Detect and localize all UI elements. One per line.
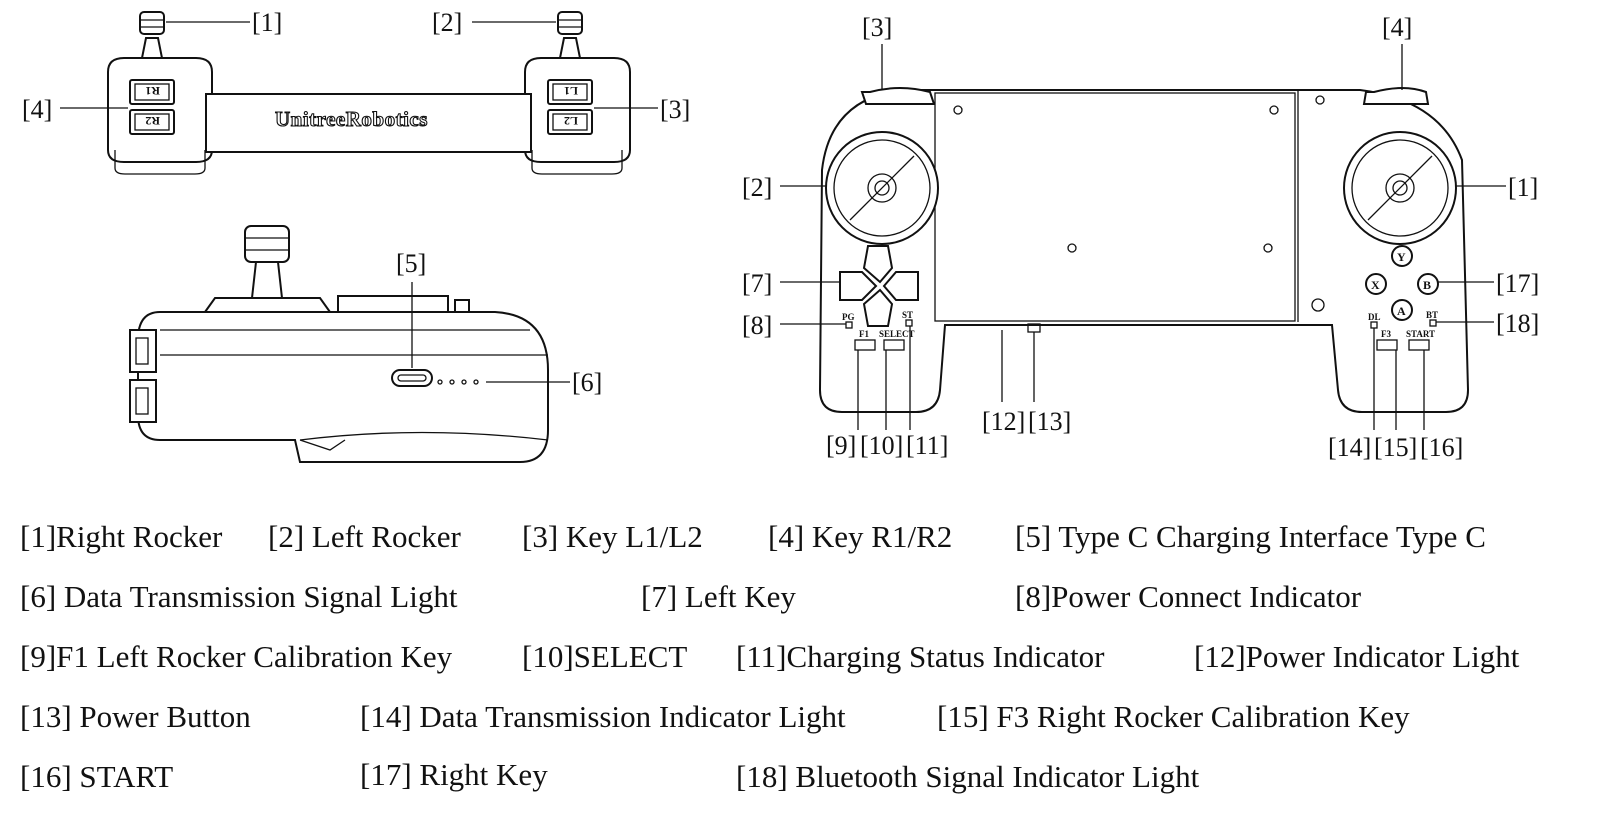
legend-item-15: [15] F3 Right Rocker Calibration Key [937, 699, 1410, 734]
legend-item-4: [4] Key R1/R2 [768, 519, 953, 554]
legend-item-8: [8]Power Connect Indicator [1015, 579, 1362, 614]
indicator-st-label: ST [902, 310, 913, 320]
legend-item-2: [2] Left Rocker [268, 519, 461, 554]
button-a-label: A [1397, 304, 1406, 318]
controller-diagram: UnitreeRobotics R1 R2 L1 L2 [1] [2] [4] … [22, 8, 1539, 463]
side-view [129, 225, 549, 463]
legend-item-11: [11]Charging Status Indicator [736, 639, 1105, 674]
callout-17-front: [17] [1496, 269, 1539, 298]
callout-4-top: [4] [22, 95, 52, 124]
legend-item-3: [3] Key L1/L2 [522, 519, 703, 554]
brand-logo: UnitreeRobotics [275, 107, 428, 131]
legend-item-17: [17] Right Key [360, 757, 548, 792]
legend-item-6: [6] Data Transmission Signal Light [20, 579, 458, 614]
key-r2-label: R2 [145, 114, 160, 128]
legend-item-10: [10]SELECT [522, 639, 688, 674]
callout-15-front: [15] [1374, 433, 1417, 462]
callout-8-front: [8] [742, 311, 772, 340]
legend-item-5: [5] Type C Charging Interface Type C [1015, 519, 1486, 554]
button-b-label: B [1423, 278, 1431, 292]
callout-6-side: [6] [572, 368, 602, 397]
callout-7-front: [7] [742, 269, 772, 298]
key-f3-label: F3 [1381, 329, 1391, 339]
callout-3-top: [3] [660, 95, 690, 124]
callout-2-front: [2] [742, 173, 772, 202]
legend-item-18: [18] Bluetooth Signal Indicator Light [736, 759, 1200, 794]
legend-item-7: [7] Left Key [641, 579, 796, 614]
key-l2-label: L2 [564, 114, 578, 128]
callout-3-front: [3] [862, 13, 892, 42]
key-start-label: START [1406, 329, 1435, 339]
button-x-label: X [1371, 278, 1380, 292]
key-l1-label: L1 [564, 84, 578, 98]
callout-4-front: [4] [1382, 13, 1412, 42]
legend-item-1: [1]Right Rocker [20, 519, 223, 554]
front-view: Y X B A PG ST DL BT F1 SELECT F3 START [818, 87, 1470, 413]
top-view: UnitreeRobotics R1 R2 L1 L2 [107, 11, 631, 175]
legend-item-16: [16] START [20, 759, 174, 794]
callout-1-top: [1] [252, 8, 282, 37]
legend-item-13: [13] Power Button [20, 699, 251, 734]
key-f1-label: F1 [859, 329, 869, 339]
callout-9-front: [9] [826, 431, 856, 460]
callout-14-front: [14] [1328, 433, 1371, 462]
callout-1-front: [1] [1508, 173, 1538, 202]
callout-12-front: [12] [982, 407, 1025, 436]
callout-16-front: [16] [1420, 433, 1463, 462]
callout-18-front: [18] [1496, 309, 1539, 338]
callout-2-top: [2] [432, 8, 462, 37]
key-r1-label: R1 [145, 84, 160, 98]
key-select-label: SELECT [879, 329, 915, 339]
button-y-label: Y [1397, 250, 1406, 264]
legend-item-9: [9]F1 Left Rocker Calibration Key [20, 639, 453, 674]
indicator-pg-label: PG [842, 312, 855, 322]
legend-item-12: [12]Power Indicator Light [1194, 639, 1520, 674]
callout-13-front: [13] [1028, 407, 1071, 436]
callout-11-front: [11] [906, 431, 948, 460]
callout-10-front: [10] [860, 431, 903, 460]
callout-5-side: [5] [396, 249, 426, 278]
legend-item-14: [14] Data Transmission Indicator Light [360, 699, 846, 734]
indicator-dl-label: DL [1368, 312, 1381, 322]
indicator-bt-label: BT [1426, 310, 1438, 320]
